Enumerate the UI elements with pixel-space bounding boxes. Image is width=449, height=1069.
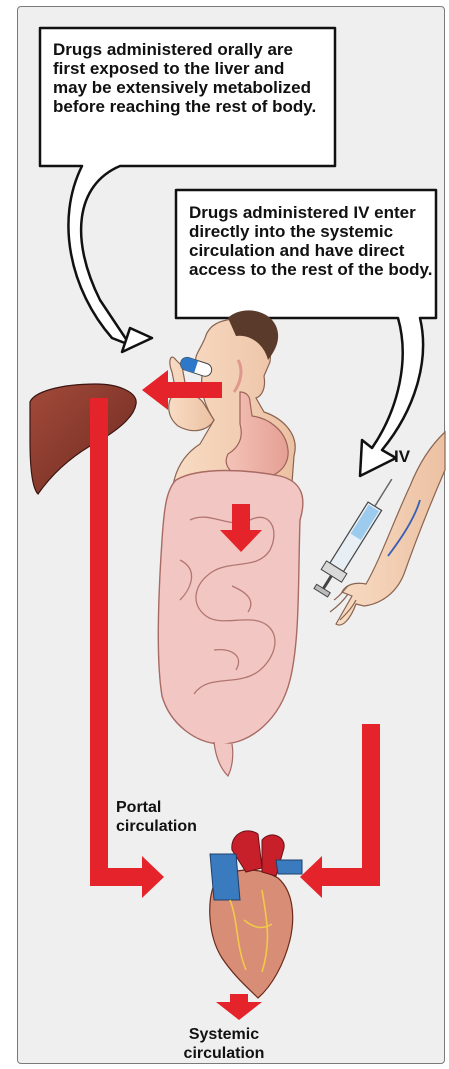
iv-administration-callout: Drugs administered IV enter directly int… bbox=[189, 203, 434, 279]
oral-administration-callout: Drugs administered orally are first expo… bbox=[53, 40, 323, 116]
heart-illustration bbox=[210, 831, 302, 998]
oral-callout-tail-arrow bbox=[122, 328, 152, 352]
arrow-iv-to-heart bbox=[300, 724, 380, 898]
iv-label: IV bbox=[394, 447, 410, 466]
arrow-heart-to-systemic bbox=[216, 994, 262, 1020]
systemic-circulation-label: Systemic circulation bbox=[164, 1025, 284, 1063]
liver-illustration bbox=[30, 384, 136, 494]
intestines-illustration bbox=[158, 471, 303, 777]
portal-circulation-label: Portal circulation bbox=[116, 798, 236, 836]
